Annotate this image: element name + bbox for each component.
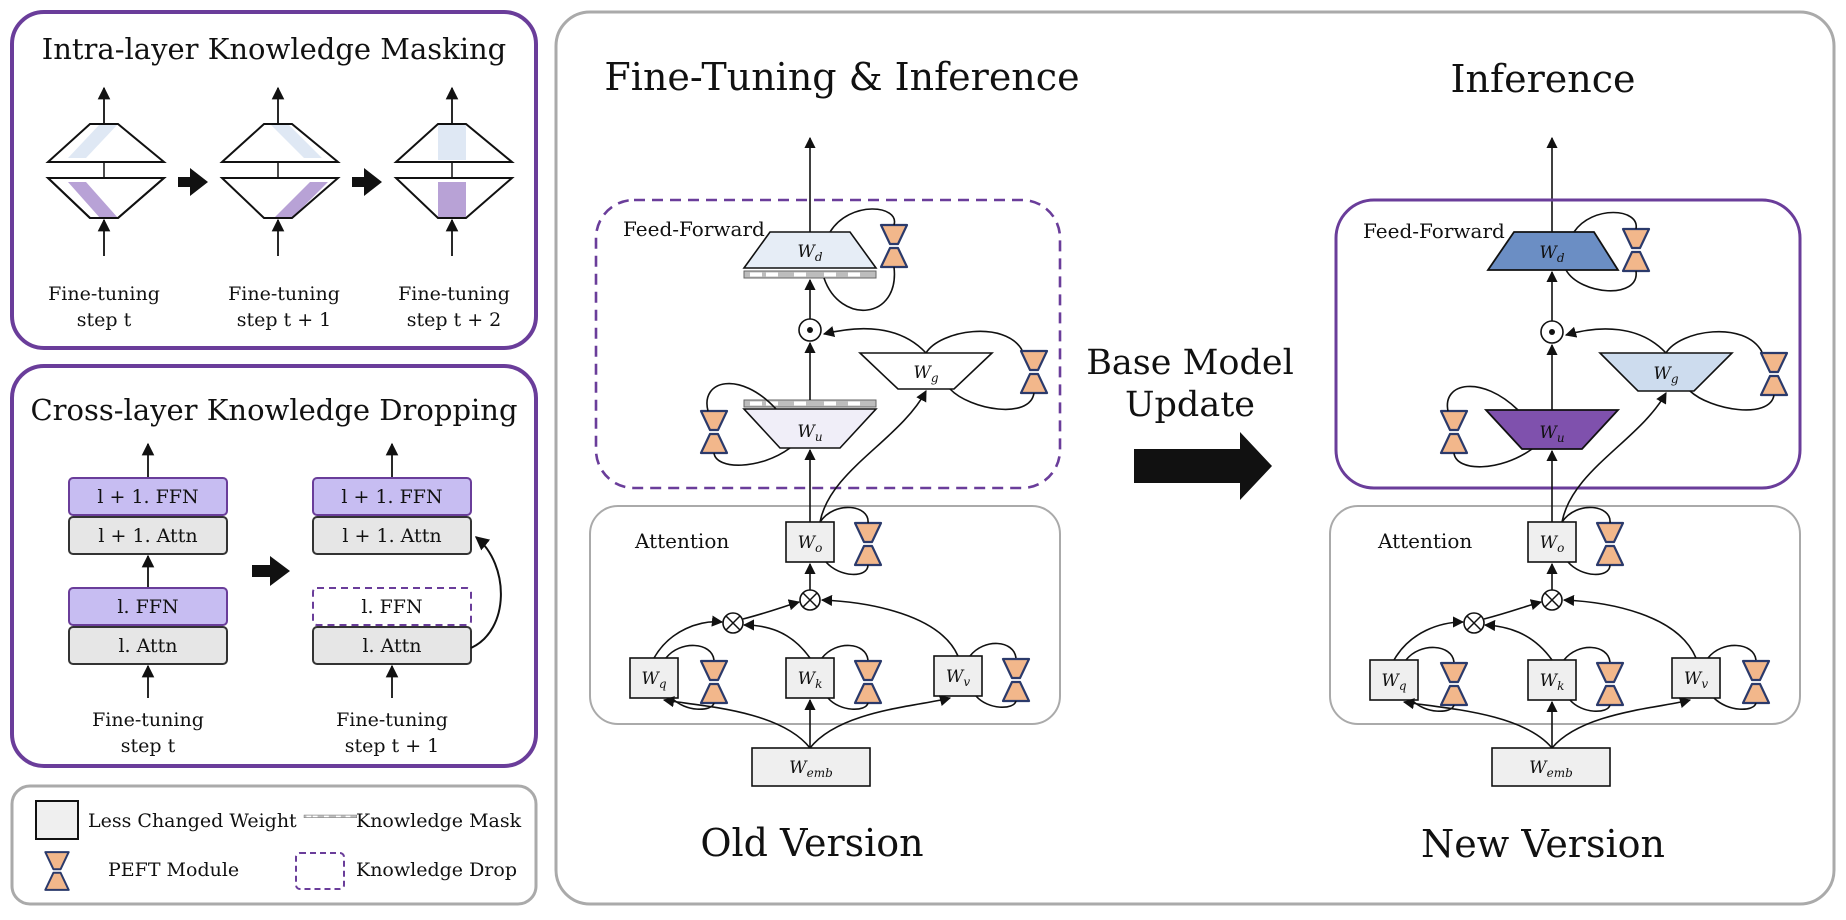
ffn-top-right-label: l + 1. FFN <box>341 486 442 508</box>
new-wk-label: Wk <box>1540 671 1565 693</box>
new-ffn-frame <box>1334 198 1802 490</box>
attn-block-top-right <box>312 516 472 555</box>
old-wd-module <box>742 231 878 269</box>
masking-step-1-line2: step t <box>77 309 132 331</box>
dropping-step-1-line2: step t <box>121 735 176 757</box>
update-label-line1: Base Model <box>1086 343 1294 383</box>
dropping-title: Cross-layer Knowledge Dropping <box>30 393 517 427</box>
old-wq-label: Wq <box>641 669 666 691</box>
old-attn-label: Attention <box>634 529 729 553</box>
new-wv-label: Wv <box>1684 669 1708 691</box>
new-wemb-label: Wemb <box>1529 758 1573 780</box>
ffn-block-top-left <box>68 477 228 516</box>
legend-panel: Less Changed Weight Knowledge Mask PEFT … <box>10 784 538 906</box>
new-wemb-module <box>1491 747 1611 787</box>
old-title: Fine-Tuning & Inference <box>604 55 1079 99</box>
new-attn-frame <box>1329 505 1801 725</box>
base-model-update-arrow <box>1134 432 1272 500</box>
new-wq-label: Wq <box>1381 671 1406 693</box>
old-version-label: Old Version <box>700 821 923 865</box>
attn-bottom-left-label: l. Attn <box>118 635 177 657</box>
new-wu-label: Wu <box>1539 423 1564 445</box>
new-wd-label: Wd <box>1539 243 1564 265</box>
ffn-bottom-left-label: l. FFN <box>117 596 178 618</box>
old-version-model: Feed-Forward Wd Wg Wu Attention Wo <box>589 136 1062 787</box>
new-wg-module <box>1598 352 1734 392</box>
ffn-block-dropped <box>312 587 472 626</box>
new-wo-module <box>1527 521 1577 563</box>
dropping-step-2-line1: Fine-tuning <box>336 709 448 731</box>
old-wg-label: Wg <box>913 363 938 385</box>
legend-less-changed: Less Changed Weight <box>88 810 297 832</box>
legend-drop: Knowledge Drop <box>356 859 517 881</box>
attn-block-bottom-left <box>68 626 228 665</box>
new-wg-label: Wg <box>1653 364 1678 386</box>
masking-panel: Intra-layer Knowledge Masking <box>10 10 538 350</box>
attn-block-bottom-right <box>312 626 472 665</box>
old-wu-label: Wu <box>797 422 822 444</box>
old-wd-mask-bar <box>743 270 877 279</box>
ffn-block-top-right <box>312 477 472 516</box>
legend-mask: Knowledge Mask <box>356 810 522 832</box>
old-wg-module <box>857 352 995 390</box>
knowledge-drop-swatch <box>295 852 345 890</box>
masking-step-2-line2: step t + 1 <box>237 309 332 331</box>
attn-top-right-label: l + 1. Attn <box>342 525 441 547</box>
masking-step-2-line1: Fine-tuning <box>228 283 340 305</box>
old-wemb-module <box>751 747 871 787</box>
attn-top-left-label: l + 1. Attn <box>98 525 197 547</box>
masking-arrow-1 <box>178 168 208 196</box>
update-label-line2: Update <box>1125 385 1255 425</box>
masking-step-3-line2: step t + 2 <box>407 309 502 331</box>
skip-connection-arrow <box>470 536 502 649</box>
knowledge-mask-swatch <box>303 814 357 818</box>
old-wo-label: Wo <box>798 533 823 555</box>
masking-title: Intra-layer Knowledge Masking <box>42 32 506 66</box>
old-ff-label: Feed-Forward <box>623 217 765 241</box>
old-wu-mask-bar <box>743 399 877 408</box>
masking-step-1-line1: Fine-tuning <box>48 283 160 305</box>
new-title: Inference <box>1451 57 1636 101</box>
old-wu-module <box>742 408 878 449</box>
ffn-block-bottom-left <box>68 587 228 626</box>
old-wd-label: Wd <box>797 242 822 264</box>
new-ff-label: Feed-Forward <box>1363 219 1505 243</box>
masking-arrow-2 <box>352 168 382 196</box>
new-wv-module <box>1671 657 1721 699</box>
dropping-step-2-line2: step t + 1 <box>345 735 440 757</box>
masking-step-3-line1: Fine-tuning <box>398 283 510 305</box>
new-version-label: New Version <box>1421 822 1665 866</box>
less-changed-swatch <box>35 800 79 840</box>
old-wv-label: Wv <box>946 667 970 689</box>
legend-peft: PEFT Module <box>108 859 239 881</box>
masking-unit-step-t1 <box>219 86 341 256</box>
new-wd-module <box>1486 231 1620 271</box>
attn-block-top-left <box>68 516 228 555</box>
dropping-step-1-line1: Fine-tuning <box>92 709 204 731</box>
dropping-arrow <box>252 556 290 586</box>
new-version-model: Feed-Forward Wd Wg Wu Attention Wo <box>1329 136 1802 787</box>
ffn-top-left-label: l + 1. FFN <box>97 486 198 508</box>
attn-bottom-right-label: l. Attn <box>362 635 421 657</box>
masking-unit-step-t2 <box>393 86 515 256</box>
masking-unit-step-t <box>45 86 167 256</box>
dropping-panel: Cross-layer Knowledge Dropping l + 1. FF… <box>10 364 538 768</box>
old-wemb-label: Wemb <box>789 758 833 780</box>
ffn-dropped-label: l. FFN <box>361 596 422 618</box>
new-wu-module <box>1483 409 1621 450</box>
legend-frame <box>10 784 538 906</box>
old-wk-label: Wk <box>798 669 823 691</box>
old-wq-module <box>629 657 679 699</box>
new-attn-label: Attention <box>1377 529 1472 553</box>
new-wo-label: Wo <box>1540 533 1565 555</box>
